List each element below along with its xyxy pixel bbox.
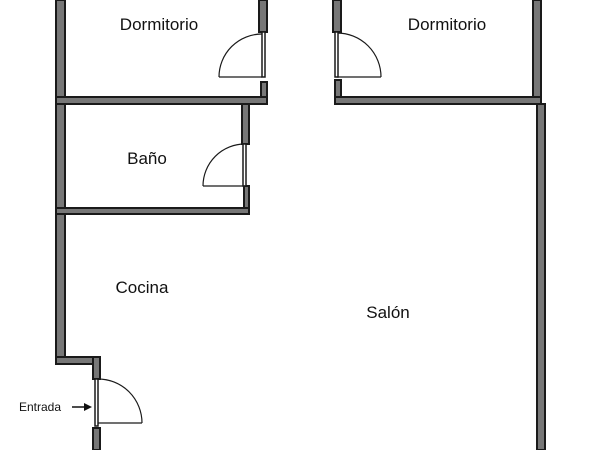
door-entrada [94,378,143,427]
room-label-bano: Baño [127,149,167,168]
walls [55,0,546,450]
door-dormitorio-right [334,31,382,78]
room-label-dormitorio-right: Dormitorio [408,15,486,34]
door-bano [202,143,247,187]
entrance-marker: Entrada [19,400,92,414]
wall-right-dorm-bottom [334,96,542,105]
wall-left-dorm-east [258,0,268,33]
room-label-cocina: Cocina [116,278,169,297]
wall-bano-west [55,103,66,215]
wall-left-dorm-bottom [55,96,268,105]
wall-bano-bottom [55,207,250,215]
wall-right-dorm-west-upper [332,0,342,33]
wall-right-dorm-east [532,0,542,105]
entrance-label: Entrada [19,400,61,414]
wall-left-dorm-west [55,0,66,105]
wall-entry-lower [92,427,101,450]
wall-cocina-west [55,213,66,365]
wall-entry-upper [92,356,101,380]
wall-bano-east-upper [241,103,250,145]
room-label-dormitorio-left: Dormitorio [120,15,198,34]
door-dormitorio-left [218,31,266,78]
doors [94,31,382,427]
wall-salon-east [536,103,546,450]
entrance-arrow-icon [84,403,92,411]
room-label-salon: Salón [366,303,409,322]
